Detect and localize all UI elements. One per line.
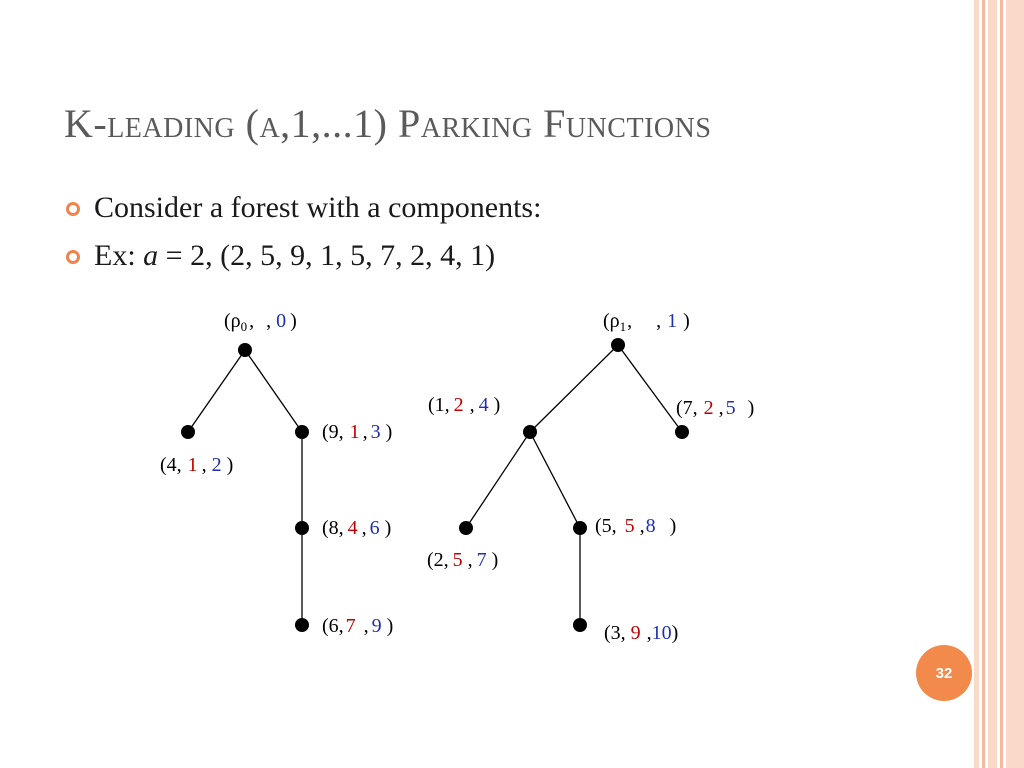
tree-node	[675, 425, 689, 439]
edge	[187, 349, 246, 433]
tree-node	[295, 425, 309, 439]
tree-node	[181, 425, 195, 439]
stripe	[1000, 0, 1003, 768]
node-label: (9,1,3)	[322, 421, 392, 443]
tree-node	[523, 425, 537, 439]
tree-node	[573, 618, 587, 632]
node-label: (8,4,6)	[322, 517, 391, 539]
edge	[244, 349, 303, 433]
page-number-badge: 32	[916, 645, 972, 701]
root-label-1: (ρ1,,1)	[603, 310, 690, 334]
node-label: (6,7,9)	[322, 615, 393, 637]
stripe	[988, 0, 997, 768]
edge	[465, 431, 531, 529]
bullet-item: Ex: a = 2, (2, 5, 9, 1, 5, 7, 2, 4, 1)	[62, 238, 541, 286]
bullet-item: Consider a forest with a components:	[62, 190, 541, 238]
bullet-prefix: Ex:	[94, 239, 144, 272]
decorative-stripes	[974, 0, 1024, 768]
bullet-variable: a	[143, 239, 159, 272]
stripe	[974, 0, 979, 768]
edge	[617, 344, 683, 433]
edge	[529, 344, 619, 433]
node-label: (2,5,7)	[427, 549, 498, 571]
node-label: (1,2,4)	[428, 394, 500, 416]
edge	[529, 431, 581, 529]
node-label: (7,2,5)	[676, 397, 754, 419]
stripe	[1006, 0, 1024, 768]
tree-node	[459, 521, 473, 535]
tree-node	[295, 618, 309, 632]
tree-node-root	[611, 338, 625, 352]
tree-node	[295, 521, 309, 535]
bullet-text: Consider a forest with a components:	[94, 191, 542, 224]
tree-node-root	[238, 343, 252, 357]
node-label: (5,5,8)	[595, 515, 676, 537]
node-label: (3,9,10)	[604, 622, 678, 644]
bullet-circle-icon	[66, 250, 80, 264]
page-number: 32	[935, 664, 953, 682]
bullet-rest: = 2, (2, 5, 9, 1, 5, 7, 2, 4, 1)	[158, 239, 496, 272]
stripe	[982, 0, 985, 768]
root-label-0: (ρ0,,0)	[224, 310, 297, 334]
node-label: (4,1,2)	[160, 454, 233, 476]
bullet-list: Consider a forest with a components: Ex:…	[62, 190, 541, 286]
tree-node	[573, 521, 587, 535]
slide-title: K-leading (a,1,...1) Parking Functions	[64, 101, 712, 146]
bullet-circle-icon	[66, 202, 80, 216]
